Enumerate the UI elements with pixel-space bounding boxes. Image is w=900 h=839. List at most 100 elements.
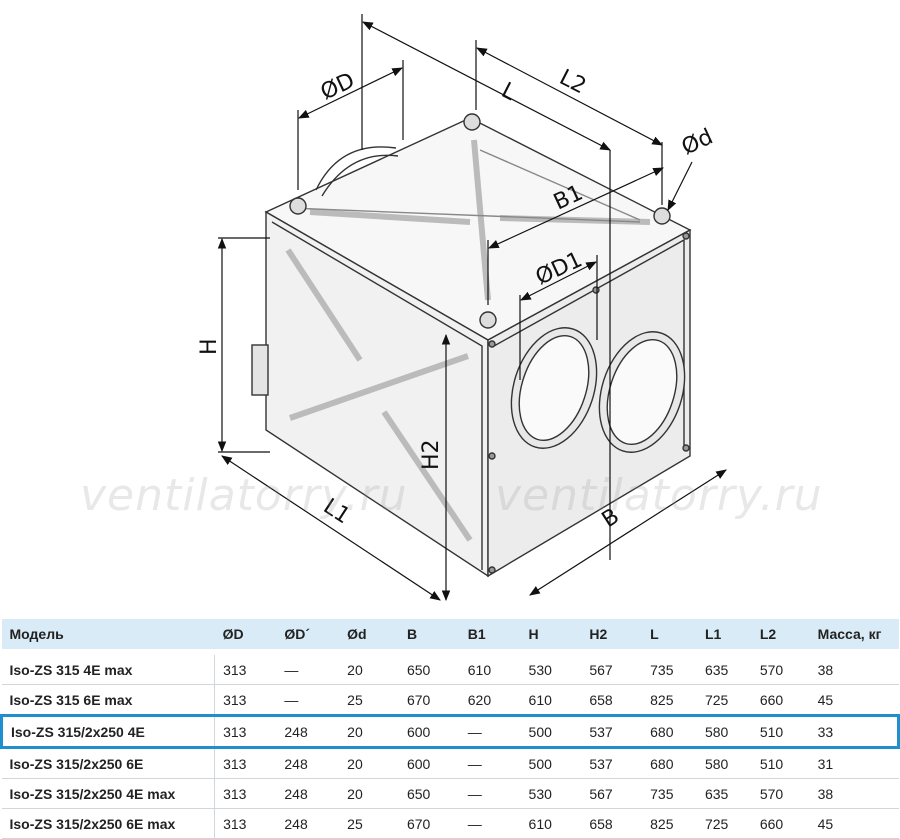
cell-d: 20 xyxy=(339,747,399,779)
dim-label-D: ØD xyxy=(317,68,359,105)
cell-B1: 620 xyxy=(459,684,521,716)
cell-L2: 570 xyxy=(751,655,810,685)
cell-H: 500 xyxy=(520,747,582,779)
cell-model: Iso-ZS 315/2x250 6E xyxy=(1,747,216,779)
technical-drawing: ØD L L2 Ød B1 ØD1 H H2 L1 B xyxy=(197,14,727,602)
cell-H2: 658 xyxy=(581,808,643,839)
cell-D-prime: 248 xyxy=(276,747,340,779)
cell-model: Iso-ZS 315 4E max xyxy=(1,655,216,685)
cell-mass: 45 xyxy=(809,684,899,716)
cell-L1: 580 xyxy=(696,714,752,749)
cell-mass: 31 xyxy=(809,747,899,779)
cell-H2: 537 xyxy=(581,747,643,779)
cell-L1: 725 xyxy=(696,808,752,839)
cell-B1: — xyxy=(459,808,521,839)
header-B: B xyxy=(398,619,460,649)
cell-model: Iso-ZS 315/2x250 6E max xyxy=(1,808,216,839)
cell-mass: 38 xyxy=(809,778,899,809)
header-L1: L1 xyxy=(696,619,752,649)
cell-d: 25 xyxy=(339,808,399,839)
watermark-right: ventilatorry.ru xyxy=(495,470,823,521)
cell-L: 825 xyxy=(642,684,697,716)
dim-label-d: Ød xyxy=(678,125,717,161)
cell-mass: 38 xyxy=(809,655,899,685)
cell-L2: 510 xyxy=(751,747,810,779)
cell-model: Iso-ZS 315/2x250 4E xyxy=(0,714,216,749)
cell-L: 680 xyxy=(642,714,697,749)
cell-H: 530 xyxy=(520,778,582,809)
watermark-left: ventilatorry.ru xyxy=(80,470,408,521)
cell-L2: 660 xyxy=(751,808,810,839)
dim-label-H2: H2 xyxy=(419,439,444,470)
cell-B: 670 xyxy=(398,684,460,716)
cell-L1: 580 xyxy=(696,747,752,779)
cell-d: 20 xyxy=(339,778,399,809)
header-B1: B1 xyxy=(459,619,521,649)
cell-mass: 45 xyxy=(809,808,899,839)
cell-mass: 33 xyxy=(809,714,900,749)
box-drawing-svg: ØD L L2 Ød B1 ØD1 H H2 L1 B xyxy=(197,14,727,602)
specs-table: Модель ØD ØD´ Ød B B1 H H2 L L1 L2 Масса… xyxy=(0,619,900,839)
cell-D-prime: 248 xyxy=(276,808,340,839)
cell-B: 650 xyxy=(398,778,460,809)
cell-d: 25 xyxy=(339,684,399,716)
header-H: H xyxy=(520,619,582,649)
cell-D: 313 xyxy=(214,655,277,685)
header-model: Модель xyxy=(1,619,215,649)
cell-B: 670 xyxy=(398,808,460,839)
cell-L: 735 xyxy=(642,778,697,809)
header-D-prime: ØD´ xyxy=(276,619,340,649)
cell-H: 530 xyxy=(520,655,582,685)
cell-H: 500 xyxy=(520,714,582,749)
cell-D: 313 xyxy=(214,684,277,716)
header-H2: H2 xyxy=(581,619,643,649)
header-D: ØD xyxy=(214,619,277,649)
cell-B1: — xyxy=(459,778,521,809)
cell-D-prime: — xyxy=(276,655,340,685)
cell-H2: 567 xyxy=(581,778,643,809)
cell-B1: — xyxy=(459,714,521,749)
cell-H2: 567 xyxy=(581,655,643,685)
cell-L1: 635 xyxy=(696,655,752,685)
header-L: L xyxy=(642,619,697,649)
cell-B: 600 xyxy=(398,714,460,749)
cell-d: 20 xyxy=(339,714,399,749)
cell-L2: 570 xyxy=(751,778,810,809)
cell-L1: 725 xyxy=(696,684,752,716)
cell-L1: 635 xyxy=(696,778,752,809)
cell-L2: 510 xyxy=(751,714,810,749)
cell-B: 600 xyxy=(398,747,460,779)
cell-model: Iso-ZS 315 6E max xyxy=(1,684,216,716)
cell-H: 610 xyxy=(520,684,582,716)
cell-model: Iso-ZS 315/2x250 4E max xyxy=(1,778,216,809)
cell-D-prime: 248 xyxy=(276,714,340,749)
cell-D-prime: — xyxy=(276,684,340,716)
cell-D: 313 xyxy=(214,808,277,839)
cell-D: 313 xyxy=(214,714,277,749)
dim-label-H: H xyxy=(197,338,222,355)
cell-L: 680 xyxy=(642,747,697,779)
header-L2: L2 xyxy=(751,619,810,649)
cell-B1: — xyxy=(459,747,521,779)
cell-D-prime: 248 xyxy=(276,778,340,809)
table-header-row: Модель ØD ØD´ Ød B B1 H H2 L L1 L2 Масса… xyxy=(1,619,899,649)
cell-D: 313 xyxy=(214,747,277,779)
cell-B: 650 xyxy=(398,655,460,685)
cell-L: 735 xyxy=(642,655,697,685)
header-d: Ød xyxy=(339,619,399,649)
cell-L: 825 xyxy=(642,808,697,839)
dim-label-L2: L2 xyxy=(555,65,590,99)
cell-H: 610 xyxy=(520,808,582,839)
cell-H2: 537 xyxy=(581,714,643,749)
header-mass: Масса, кг xyxy=(809,619,899,649)
cell-B1: 610 xyxy=(459,655,521,685)
cell-L2: 660 xyxy=(751,684,810,716)
cell-H2: 658 xyxy=(581,684,643,716)
cell-D: 313 xyxy=(214,778,277,809)
